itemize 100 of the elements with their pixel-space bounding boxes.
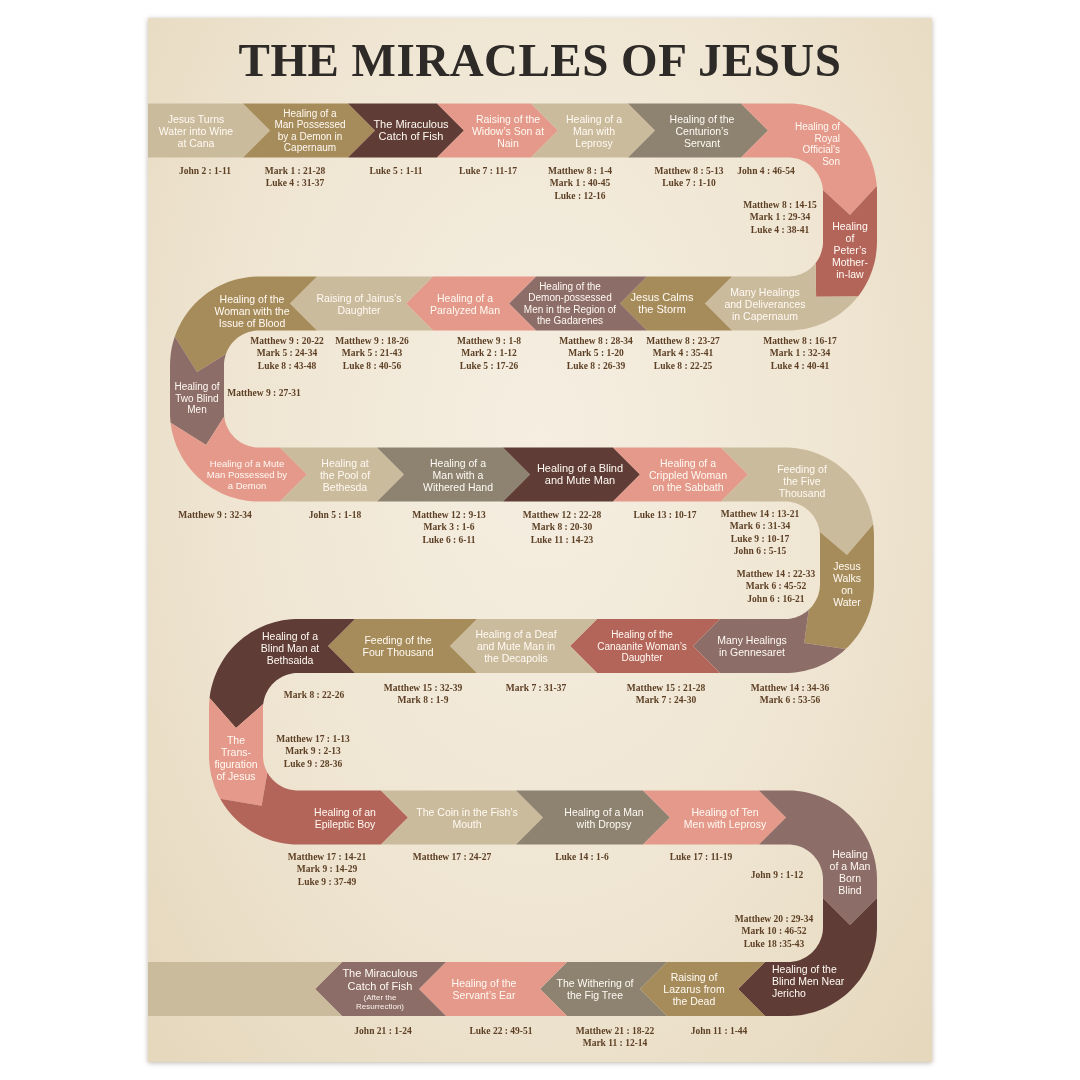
scripture-reference: Luke : 12-16 [554, 189, 606, 203]
scripture-reference: John 9 : 1-12 [750, 868, 804, 882]
scripture-reference: Luke 14 : 1-6 [555, 850, 609, 864]
scripture-reference: Mark 8 : 20-30 [531, 521, 593, 534]
scripture-reference: Matthew 9 : 27-31 [227, 386, 301, 400]
scripture-reference: John 6 : 16-21 [747, 592, 805, 606]
miracle-title: The Miraculous Catch of Fish [372, 117, 450, 144]
scripture-reference: Matthew 9 : 32-34 [178, 508, 252, 522]
chevron-segment [290, 276, 433, 331]
curved-segment [209, 697, 268, 806]
miracle-title: Healing of the Demon-possessed Men in the Region of the Gadarenes [523, 280, 617, 327]
miracle-title: Jesus Walks on Water [832, 559, 862, 609]
scripture-reference: Mark 4 : 35-41 [652, 347, 714, 360]
scripture-reference: Matthew 17 : 14-21 [287, 850, 367, 864]
scripture-reference: Mark 1 : 40-45 [549, 177, 611, 190]
scripture-reference: Mark 3 : 1-6 [423, 521, 475, 534]
scripture-reference: Luke 4 : 40-41 [770, 359, 830, 373]
curved-segment [209, 619, 355, 728]
miracle-title: Raising of the Widow’s Son at Nain [471, 112, 545, 149]
scripture-reference: Matthew 9 : 1-8 [456, 334, 522, 348]
scripture-reference: Mark 9 : 14-29 [296, 863, 358, 876]
scripture-reference: Luke 7 : 11-17 [459, 164, 517, 178]
miracle-title: Healing of a Crippled Woman on the Sabbath [648, 456, 728, 493]
miracle-title: Healing of the Canaanite Woman’s Daughter [596, 628, 688, 664]
miracle-title: Many Healings in Gennesaret [716, 633, 788, 659]
scripture-reference: Luke 5 : 17-26 [459, 359, 519, 373]
miracle-title: Healing of the Blind Men Near Jericho [772, 962, 846, 1000]
scripture-reference: Mark 11 : 12-14 [582, 1037, 648, 1050]
scripture-reference: Matthew 15 : 21-28 [626, 681, 706, 695]
miracle-title: Healing of a Mute Man Possessed by a Demon [206, 458, 288, 492]
miracle-title: Healing of Royal Official’s Son [793, 121, 840, 167]
scripture-reference: Luke 8 : 40-56 [342, 359, 402, 373]
scripture-reference: Luke 5 : 1-11 [369, 164, 423, 178]
scripture-reference: Mark 8 : 22-26 [283, 688, 345, 702]
curved-segment [815, 186, 877, 297]
scripture-reference: John 6 : 5-15 [733, 545, 787, 558]
miracle-title: Healing of a Man with a Withered Hand [422, 456, 494, 493]
scripture-reference: Luke 22 : 49-51 [469, 1024, 533, 1038]
scripture-reference: Matthew 17 : 24-27 [412, 850, 492, 864]
scripture-reference: Luke 8 : 43-48 [257, 359, 317, 373]
scripture-reference: John 4 : 46-54 [737, 164, 795, 178]
scripture-reference: Matthew 15 : 32-39 [383, 681, 463, 695]
scripture-reference: Mark 1 : 21-28 [264, 164, 326, 178]
scripture-reference: Mark 10 : 46-52 [741, 925, 807, 938]
scripture-reference: Mark 7 : 31-37 [505, 681, 567, 695]
miracle-title: Healing of Ten Men with Leprosy [683, 805, 767, 830]
scripture-reference: Luke 8 : 22-25 [653, 359, 713, 373]
chevron-segment [381, 790, 543, 845]
miracle-title: Raising of Jairus’s Daughter [315, 291, 403, 316]
scripture-reference: Mark 1 : 29-34 [749, 211, 811, 224]
scripture-reference: Mark 6 : 45-52 [745, 580, 807, 593]
scripture-reference: Mark 7 : 24-30 [635, 694, 697, 707]
scripture-reference: John 11 : 1-44 [690, 1024, 748, 1038]
scripture-reference: Luke 9 : 28-36 [283, 757, 343, 771]
scripture-reference: Matthew 8 : 23-27 [646, 334, 720, 348]
scripture-reference: Luke 4 : 38-41 [750, 223, 810, 237]
miracle-title: Raising of Lazarus from the Dead [662, 970, 726, 1008]
miracle-title: Healing of a Man Possessed by a Demon in Capernaum [273, 107, 347, 154]
miracle-title: Healing of the Centurion’s Servant [669, 112, 735, 149]
miracle-title: Healing of a Man Born Blind [829, 847, 871, 897]
scripture-reference: Matthew 14 : 22-33 [736, 567, 816, 581]
scripture-reference: Matthew 17 : 1-13 [276, 732, 350, 746]
scripture-reference: Matthew 8 : 1-4 [547, 164, 613, 178]
scripture-reference: Luke 8 : 26-39 [566, 359, 626, 373]
scripture-reference: Matthew 20 : 29-34 [734, 912, 814, 926]
scripture-reference: Luke 13 : 10-17 [633, 508, 697, 522]
scripture-reference: Luke 18 :35-43 [743, 937, 805, 951]
scripture-reference: Matthew 8 : 14-15 [743, 198, 817, 212]
scripture-reference: Luke 4 : 31-37 [265, 177, 325, 190]
miracle-note: (After the Resurrection) [355, 992, 405, 1012]
scripture-reference: Mark 8 : 1-9 [397, 694, 449, 707]
miracle-title: Healing of Peter’s Mother-in-law [831, 219, 869, 281]
scripture-reference: Mark 5 : 24-34 [256, 347, 318, 360]
miracle-title: The Coin in the Fish’s Mouth [415, 805, 519, 830]
miracle-title: The Miraculous Catch of Fish [341, 966, 419, 992]
miracle-title: The Trans-figuration of Jesus [213, 733, 259, 783]
scripture-reference: Mark 1 : 32-34 [769, 347, 831, 360]
miracle-title: Many Healings and Deliverances in Capernaum [723, 285, 807, 322]
chevron-segment [328, 619, 477, 673]
scripture-reference: Matthew 9 : 18-26 [335, 334, 409, 348]
scripture-reference: Luke 9 : 10-17 [730, 532, 790, 546]
miracle-title: Healing of a Man with Dropsy [563, 805, 645, 830]
miracle-title: Healing of the Servant’s Ear [451, 976, 517, 1002]
miracle-title: Healing of an Epileptic Boy [313, 805, 377, 830]
scripture-reference: Mark 5 : 21-43 [341, 347, 403, 360]
scripture-reference: John 5 : 1-18 [308, 508, 362, 522]
scripture-reference: Matthew 8 : 28-34 [559, 334, 633, 348]
miracle-title: Healing of a Man with Leprosy [565, 112, 623, 149]
miracle-title: Healing of a Paralyzed Man [429, 291, 501, 316]
miracle-title: Healing of a Blind and Mute Man [536, 461, 624, 488]
scripture-reference: Matthew 12 : 22-28 [522, 508, 602, 522]
miracle-title: The Withering of the Fig Tree [555, 976, 635, 1002]
scripture-reference: Luke 9 : 37-49 [297, 875, 357, 889]
miracle-title: Feeding of the Five Thousand [776, 462, 828, 500]
path-end-bar [148, 962, 342, 1016]
scripture-reference: Matthew 21 : 18-22 [575, 1024, 655, 1038]
miracle-title: Jesus Turns Water into Wine at Cana [158, 112, 234, 149]
scripture-reference: Matthew 12 : 9-13 [412, 508, 486, 522]
scripture-reference: Luke 6 : 6-11 [422, 533, 476, 547]
miracle-title: Feeding of the Four Thousand [361, 633, 435, 659]
